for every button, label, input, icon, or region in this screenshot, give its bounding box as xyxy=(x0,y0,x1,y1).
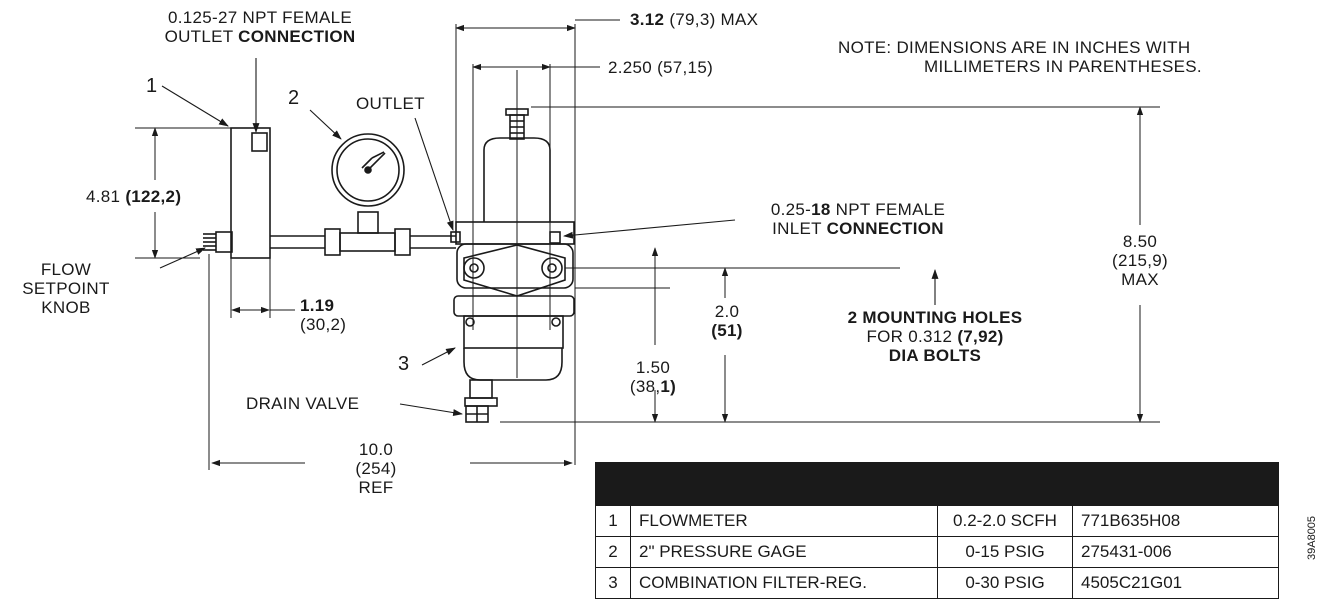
dim-481-label: 4.81 (122,2) xyxy=(86,187,181,206)
row-part-number: 4505C21G01 xyxy=(1072,567,1279,599)
dim-850-mm: (215,9) xyxy=(1112,251,1168,270)
mounting-line-2: FOR 0.312 (7,92) xyxy=(800,327,1070,346)
dim-20-label: 2.0 (51) xyxy=(692,302,762,340)
row-part-number: 275431-006 xyxy=(1072,536,1279,568)
row-range: 0-30 PSIG xyxy=(937,567,1073,599)
row-description: FLOWMETER xyxy=(630,505,938,537)
row-number: 1 xyxy=(595,505,631,537)
inlet-type-text: NPT FEMALE xyxy=(830,200,946,219)
row-range: 0.2-2.0 SCFH xyxy=(937,505,1073,537)
inlet-connection-text: CONNECTION xyxy=(826,219,944,238)
row-number: 2 xyxy=(595,536,631,568)
dim-150-mm-b: 1) xyxy=(660,377,677,396)
note-line-1: DIMENSIONS ARE IN INCHES WITH xyxy=(896,38,1191,57)
inlet-thread-text: 18 xyxy=(811,200,831,219)
dim-150-mm: (38,1) xyxy=(618,377,688,396)
dim-481-inches: 4.81 xyxy=(86,187,126,206)
dim-100-inches: 10.0 xyxy=(358,440,394,459)
callout-3: 3 xyxy=(398,353,410,375)
row-range: 0-15 PSIG xyxy=(937,536,1073,568)
flow-knob-line-3: KNOB xyxy=(41,298,91,317)
dim-850-label: 8.50 (215,9) MAX xyxy=(1100,232,1180,289)
pressure-gage xyxy=(331,133,405,207)
parts-table-header-bar xyxy=(595,462,1279,506)
mounting-mm-text: (7,92) xyxy=(957,327,1004,346)
parts-table-header-cell xyxy=(595,462,1279,506)
dimension-lines xyxy=(135,19,1160,467)
drain-valve-label: DRAIN VALVE xyxy=(246,394,360,413)
dim-20-inches: 2.0 xyxy=(714,302,740,321)
row-description: 2" PRESSURE GAGE xyxy=(630,536,938,568)
dim-150-label: 1.50 (38,1) xyxy=(618,358,688,396)
filter-regulator xyxy=(450,108,575,423)
outlet-connection-connection-text: CONNECTION xyxy=(238,27,356,46)
row-part-number: 771B635H08 xyxy=(1072,505,1279,537)
dim-150-mm-a: (38, xyxy=(629,377,661,396)
dim-20-mm: (51) xyxy=(711,321,743,340)
outlet-connection-line-2: OUTLET CONNECTION xyxy=(110,27,410,46)
dim-850-inches: 8.50 xyxy=(1122,232,1158,251)
table-row: 1 FLOWMETER 0.2-2.0 SCFH 771B635H08 xyxy=(595,505,1279,537)
dim-312-label: 3.12 (79,3) MAX xyxy=(630,10,758,29)
dim-100-ref: REF xyxy=(358,478,394,497)
note-line-2: MILLIMETERS IN PARENTHESES. xyxy=(924,57,1202,76)
centre-lines xyxy=(208,24,576,470)
table-row: 3 COMBINATION FILTER-REG. 0-30 PSIG 4505… xyxy=(595,567,1279,599)
dim-312-mm: (79,3) MAX xyxy=(664,10,759,29)
parts-table: 1 FLOWMETER 0.2-2.0 SCFH 771B635H08 2 2"… xyxy=(595,462,1279,599)
mounting-line-1: 2 MOUNTING HOLES xyxy=(847,308,1023,327)
dim-850-max: MAX xyxy=(1121,270,1159,289)
dim-119-inches: 1.19 xyxy=(300,296,335,315)
inlet-line-1: 0.25-18 NPT FEMALE xyxy=(728,200,988,219)
inlet-connection-label: 0.25-18 NPT FEMALE INLET CONNECTION xyxy=(728,200,988,238)
flowmeter xyxy=(203,127,271,259)
row-description: COMBINATION FILTER-REG. xyxy=(630,567,938,599)
mounting-line-3: DIA BOLTS xyxy=(888,346,982,365)
dim-119-mm: (30,2) xyxy=(300,315,347,334)
note-prefix: NOTE: xyxy=(838,38,897,57)
mounting-size-text: FOR 0.312 xyxy=(866,327,958,346)
figure-id: 39A8005 xyxy=(1306,515,1318,560)
dim-119-label: 1.19 (30,2) xyxy=(300,296,346,334)
dim-2250-label: 2.250 (57,15) xyxy=(608,58,714,77)
piping xyxy=(270,211,456,256)
outlet-connection-line-1: 0.125-27 NPT FEMALE xyxy=(168,8,352,27)
leader-lines xyxy=(159,58,939,417)
inlet-size-text: 0.25- xyxy=(770,200,812,219)
callout-2: 2 xyxy=(288,87,300,109)
flow-knob-line-2: SETPOINT xyxy=(22,279,110,298)
row-number: 3 xyxy=(595,567,631,599)
dim-100-label: 10.0 (254) REF xyxy=(336,440,416,497)
inlet-word-text: INLET xyxy=(772,219,827,238)
mounting-holes-label: 2 MOUNTING HOLES FOR 0.312 (7,92) DIA BO… xyxy=(800,308,1070,365)
flow-knob-line-1: FLOW xyxy=(40,260,92,279)
outlet-connection-label: 0.125-27 NPT FEMALE OUTLET CONNECTION xyxy=(110,8,410,46)
table-row: 2 2" PRESSURE GAGE 0-15 PSIG 275431-006 xyxy=(595,536,1279,568)
outlet-label: OUTLET xyxy=(356,94,425,113)
dim-150-inches: 1.50 xyxy=(635,358,671,377)
callout-1: 1 xyxy=(146,75,158,97)
flow-setpoint-knob-label: FLOW SETPOINT KNOB xyxy=(6,260,126,317)
inlet-line-2: INLET CONNECTION xyxy=(728,219,988,238)
dim-100-mm: (254) xyxy=(355,459,397,478)
dim-312-inches: 3.12 xyxy=(630,10,665,29)
outlet-connection-outlet-text: OUTLET xyxy=(164,27,239,46)
dim-481-mm: (122,2) xyxy=(125,187,182,206)
